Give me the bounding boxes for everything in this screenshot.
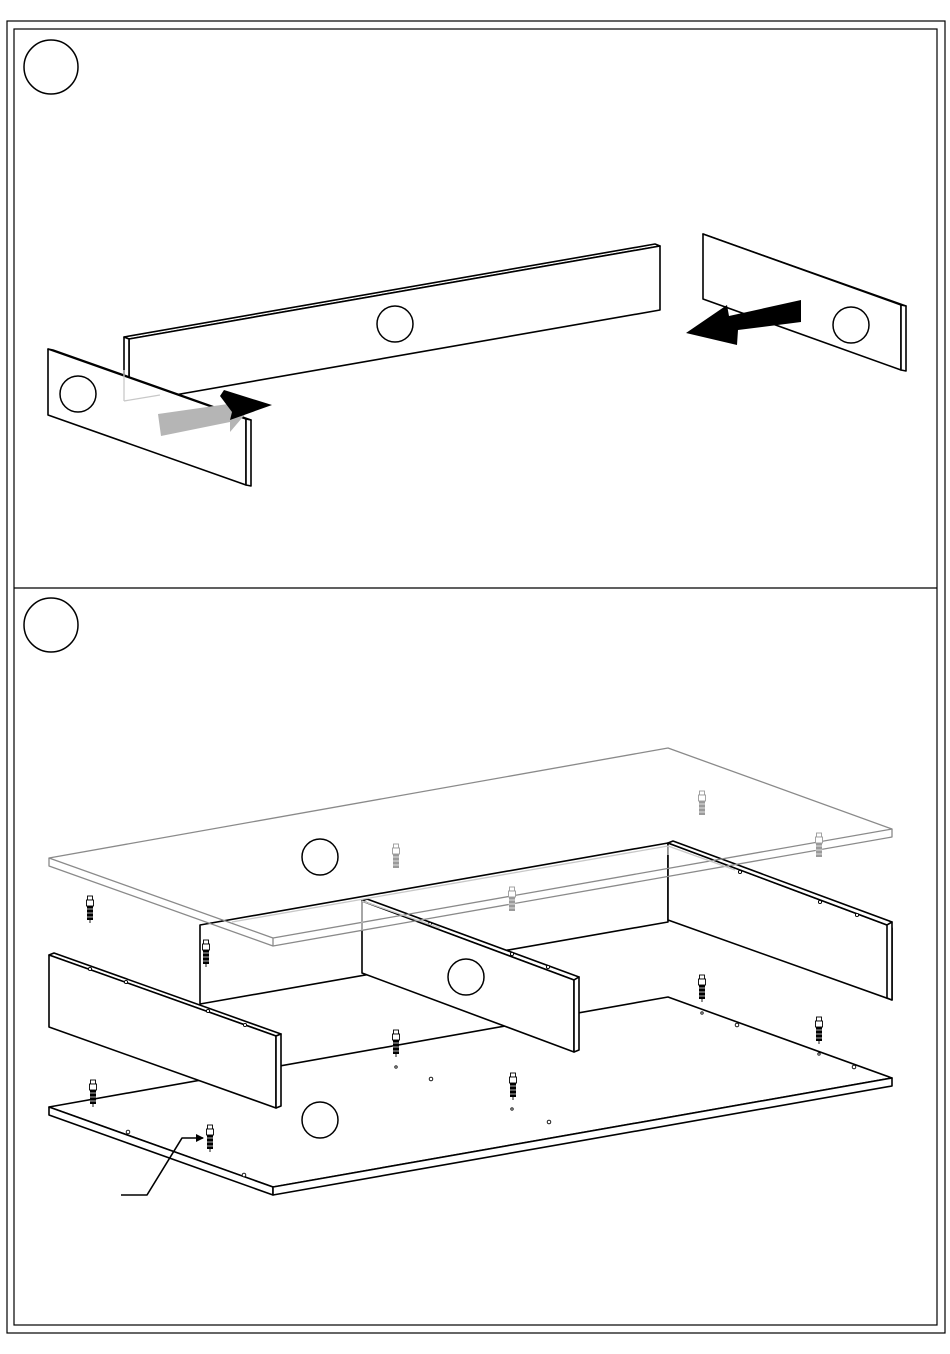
back-panel-label-circle: [377, 306, 413, 342]
top-panel-label-circle: [302, 839, 338, 875]
back-panel: [124, 244, 660, 403]
bottom-panel-label-circle: [302, 1102, 338, 1138]
step-1-panel: [24, 40, 906, 486]
left-panel-label-circle: [60, 376, 96, 412]
divider-label-circle: [448, 959, 484, 995]
step-1-circle: [24, 40, 78, 94]
right-panel-label-circle: [833, 307, 869, 343]
step-2-circle: [24, 598, 78, 652]
right-side-panel: [703, 234, 906, 371]
step-2-panel: [24, 598, 892, 1195]
